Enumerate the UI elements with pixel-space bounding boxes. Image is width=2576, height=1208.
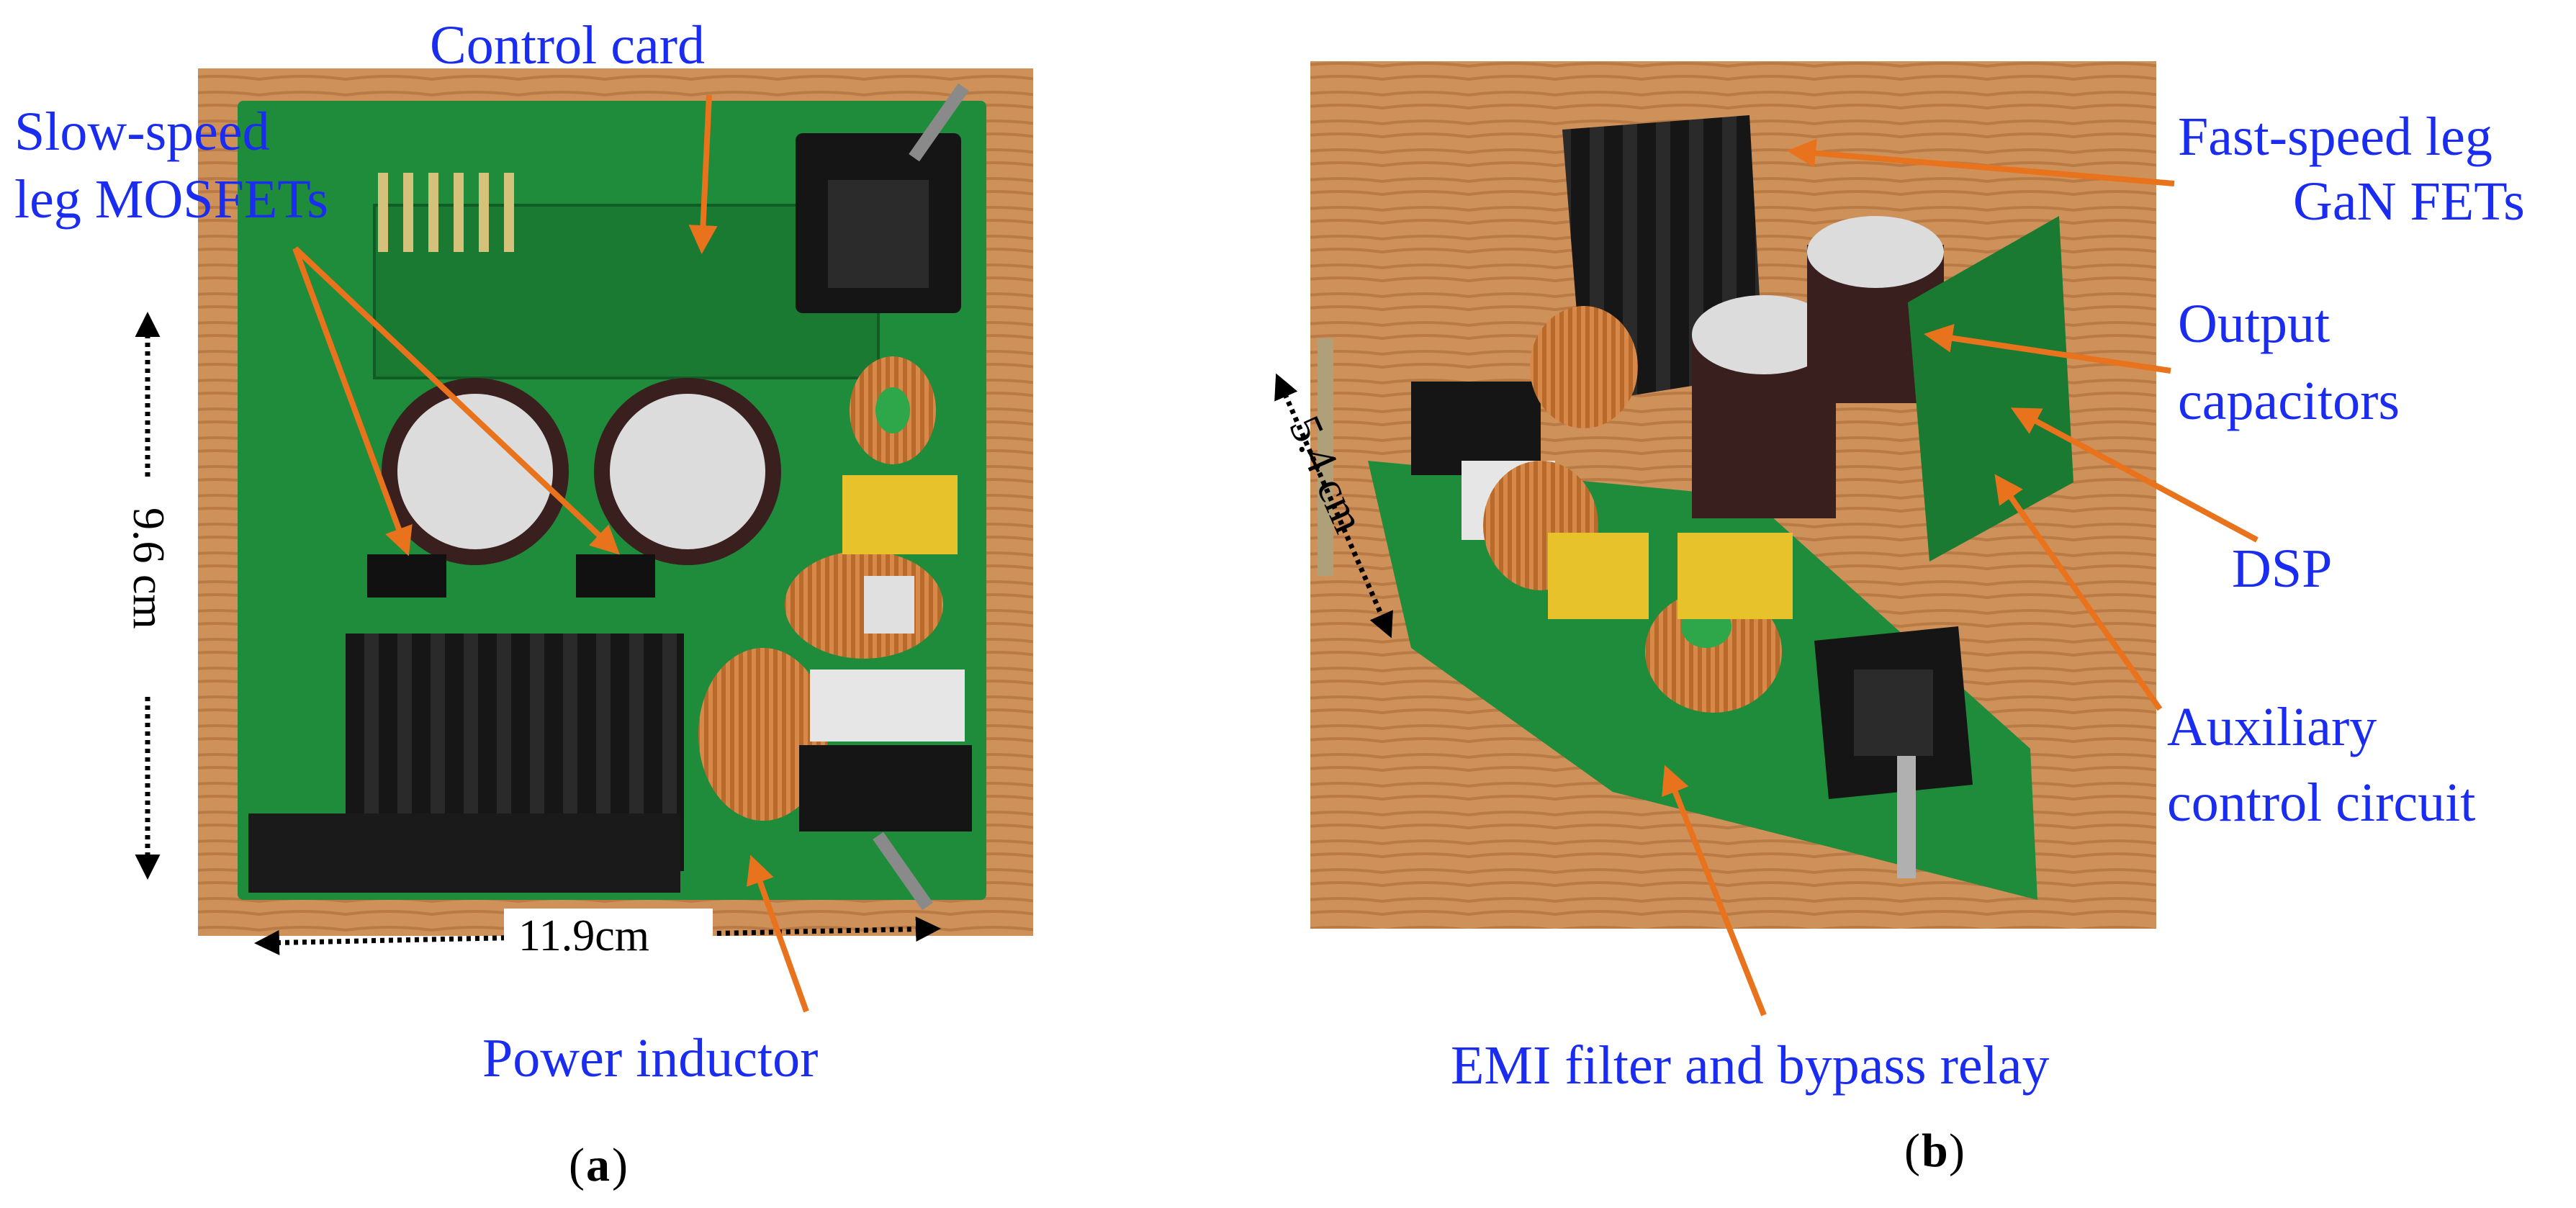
arrow-output-caps bbox=[1924, 323, 2171, 374]
label-slow-leg-line1: Slow-speed bbox=[14, 102, 270, 162]
label-fast-leg-line1: Fast-speed leg bbox=[2178, 107, 2492, 167]
photo-panel-a bbox=[198, 68, 1033, 936]
label-fast-leg-line2: GaN FETs bbox=[2293, 171, 2525, 232]
label-dsp: DSP bbox=[2232, 538, 2332, 599]
photo-panel-b bbox=[1310, 61, 2156, 929]
arrow-control-card bbox=[688, 94, 718, 254]
arrow-emi-filter bbox=[1662, 765, 1767, 1017]
arrow-fast-leg bbox=[1787, 138, 2175, 186]
label-output-caps-line1: Output bbox=[2178, 294, 2330, 354]
label-output-caps-line2: capacitors bbox=[2178, 371, 2400, 431]
caption-a-close: ) bbox=[612, 1139, 628, 1191]
label-aux-line2: control circuit bbox=[2167, 772, 2475, 833]
dimension-width-a: 11.9cm bbox=[254, 909, 941, 960]
arrow-power-inductor bbox=[746, 855, 809, 1013]
caption-b-open: ( bbox=[1904, 1124, 1920, 1177]
caption-b-letter: b bbox=[1922, 1124, 1948, 1177]
width-label-a: 11.9cm bbox=[518, 911, 649, 960]
label-aux-line1: Auxiliary bbox=[2167, 697, 2377, 757]
arrow-dsp bbox=[2010, 407, 2258, 543]
arrow-mosfet-left bbox=[292, 247, 413, 556]
caption-a-open: ( bbox=[569, 1139, 585, 1191]
height-label-a: 9.6 cm bbox=[124, 508, 173, 629]
caption-a-letter: a bbox=[586, 1139, 610, 1191]
dimension-height-a: 9.6 cm bbox=[122, 312, 173, 880]
label-emi-filter: EMI filter and bypass relay bbox=[1451, 1035, 2050, 1096]
caption-b-close: ) bbox=[1949, 1124, 1965, 1177]
label-control-card: Control card bbox=[430, 15, 705, 76]
label-power-inductor: Power inductor bbox=[482, 1028, 818, 1088]
arrow-aux bbox=[1994, 474, 2163, 711]
arrow-mosfet-right bbox=[293, 246, 620, 555]
label-slow-leg-line2: leg MOSFETs bbox=[14, 169, 328, 230]
